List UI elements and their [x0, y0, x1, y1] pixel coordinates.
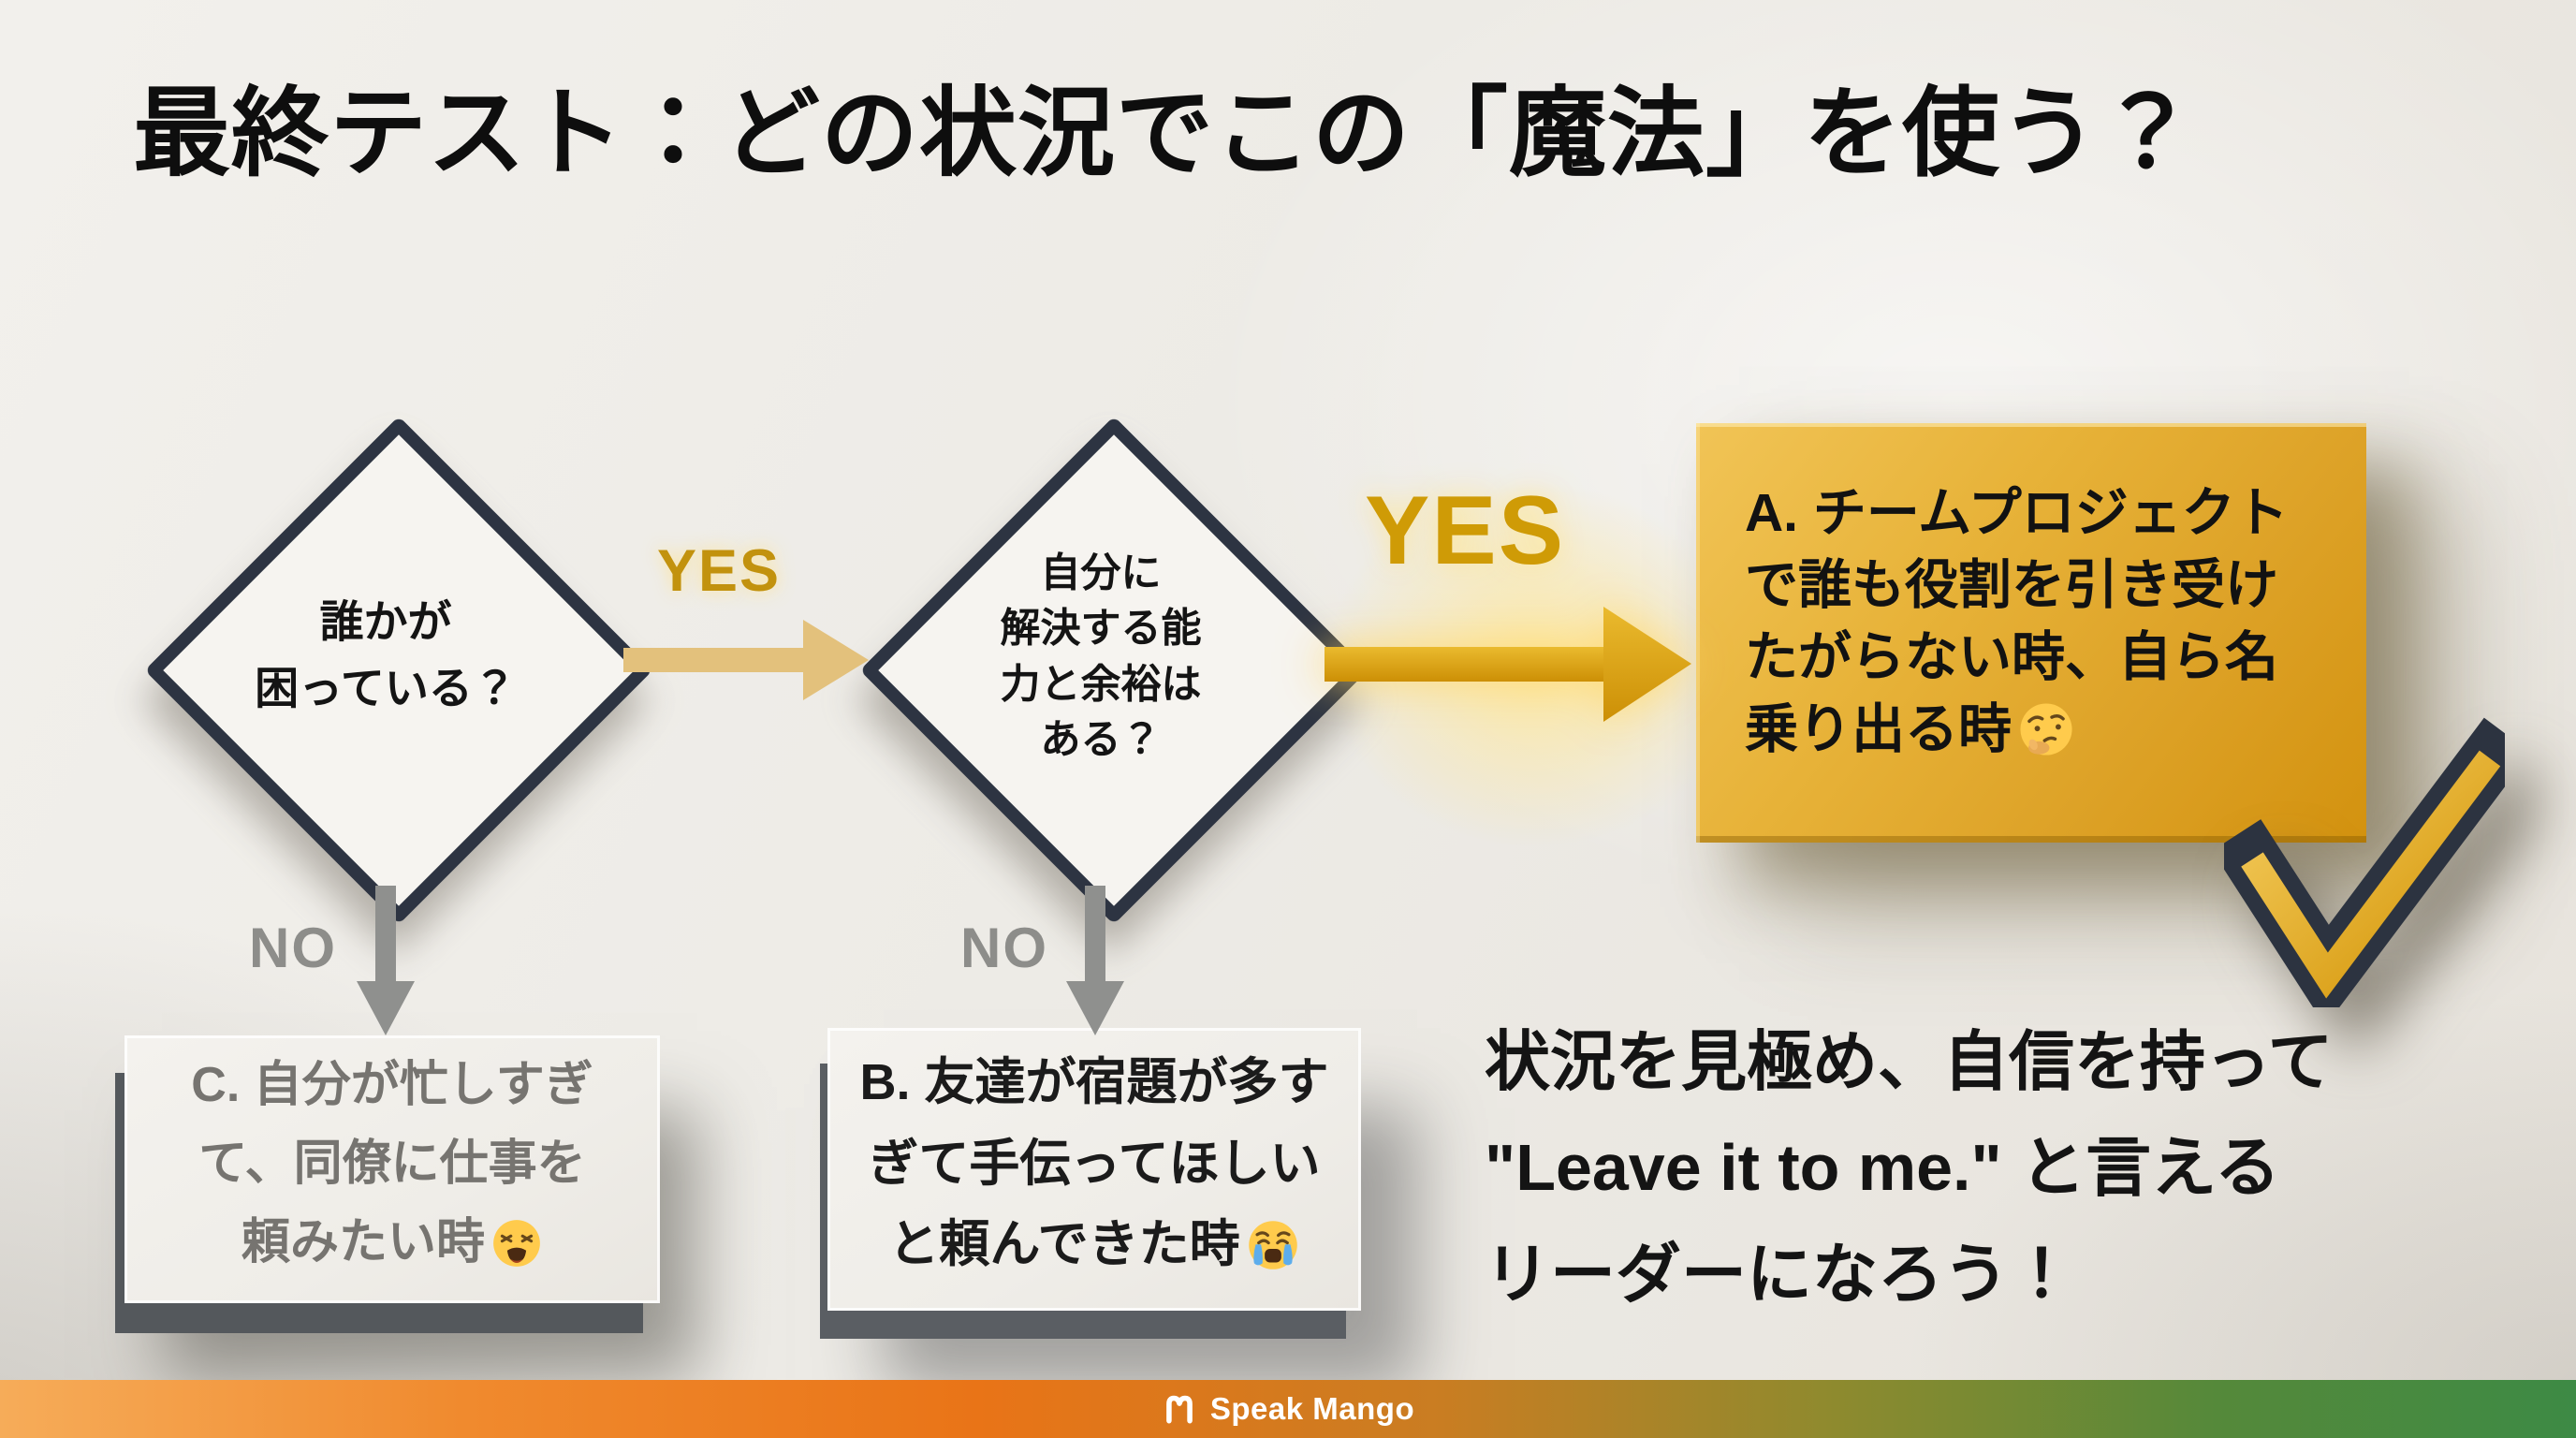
option-a-text: A. チームプロジェクト で誰も役割を引き受け たがらない時、自ら名 乗り出る時	[1745, 483, 2289, 759]
weary-face-emoji	[490, 1214, 543, 1293]
decision-2-label: 自分に 解決する能 力と余裕は ある？	[1000, 550, 1202, 763]
speak-mango-logo-icon	[1162, 1391, 1197, 1427]
yes-arrow-2-icon	[1325, 607, 1691, 722]
option-c-card: C. 自分が忙しすぎ て、同僚に仕事を 頼みたい時	[124, 1035, 660, 1303]
option-b-text: B. 友達が宿題が多す ぎて手伝ってほしい と頼んできた時	[859, 1042, 1328, 1296]
option-c-text: C. 自分が忙しすぎ て、同僚に仕事を 頼みたい時	[191, 1046, 593, 1294]
option-b-card: B. 友達が宿題が多す ぎて手伝ってほしい と頼んできた時	[827, 1028, 1361, 1311]
decision-1-label: 誰かが 困っている？	[255, 596, 517, 713]
no-arrow-2-icon	[1066, 886, 1124, 1035]
no-label-2: NO	[960, 917, 1048, 979]
summary-text: 状況を見極め、自信を持って "Leave it to me." と言える リーダ…	[1485, 1025, 2334, 1311]
yes-label-1: YES	[657, 538, 782, 604]
footer-bar: Speak Mango	[0, 1380, 2576, 1438]
option-a-card: A. チームプロジェクト で誰も役割を引き受け たがらない時、自ら名 乗り出る時	[1696, 423, 2366, 843]
checkmark-icon	[2224, 717, 2505, 1007]
crying-face-emoji	[1246, 1215, 1300, 1296]
no-arrow-1-icon	[357, 886, 415, 1035]
yes-arrow-1-icon	[623, 620, 869, 700]
yes-label-2: YES	[1365, 477, 1566, 585]
no-label-1: NO	[249, 917, 337, 979]
slide-title: 最終テスト：どの状況でこの「魔法」を使う？	[133, 80, 2198, 188]
thinking-face-emoji	[2017, 700, 2075, 777]
brand-name: Speak Mango	[1209, 1391, 1415, 1426]
